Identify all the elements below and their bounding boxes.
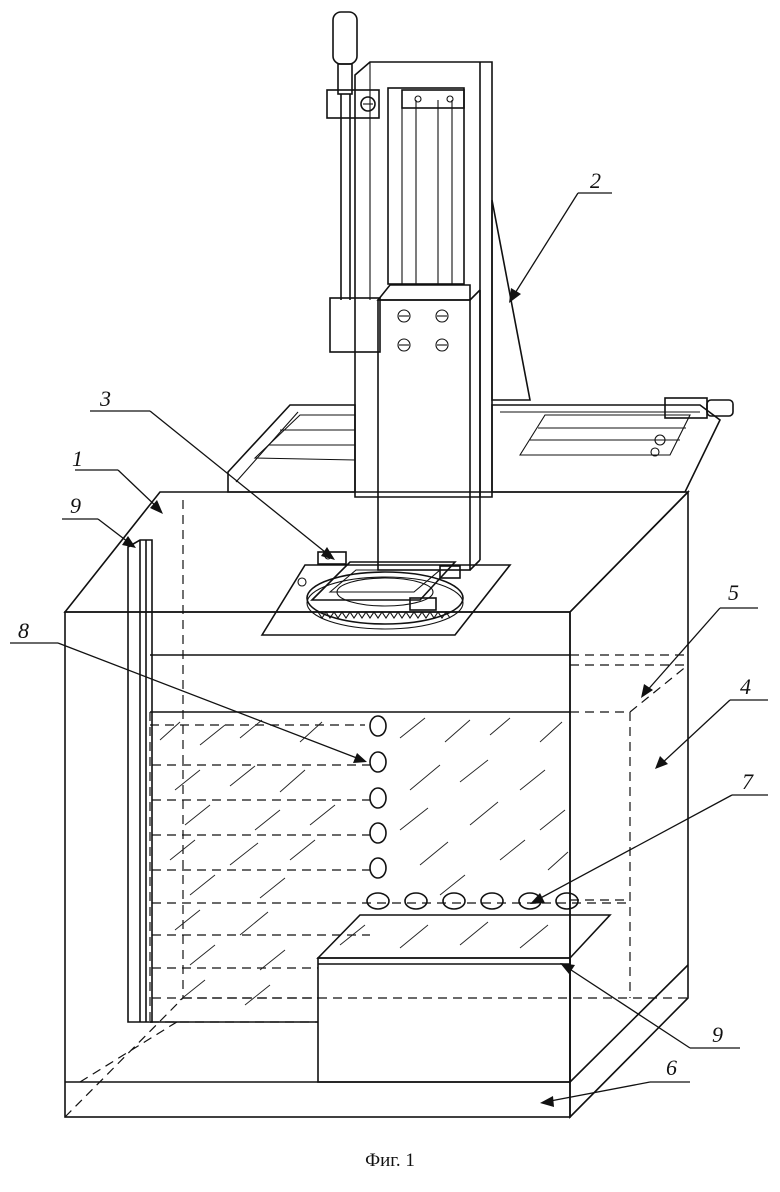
figure-caption: Фиг. 1 (0, 1150, 780, 1172)
label-8: 8 (18, 618, 29, 643)
vertical-sensor-column (370, 716, 386, 878)
vertical-column (327, 12, 530, 570)
tank (65, 492, 688, 1117)
label-4: 4 (740, 674, 751, 699)
label-2: 2 (590, 168, 601, 193)
label-1: 1 (72, 446, 83, 471)
label-6: 6 (666, 1055, 677, 1080)
label-9-right: 9 (712, 1022, 723, 1047)
beam-lines (152, 765, 630, 998)
leader-lines (10, 193, 768, 1107)
turntable-holder (262, 552, 510, 635)
label-3: 3 (99, 386, 111, 411)
label-7: 7 (742, 769, 754, 794)
label-5: 5 (728, 580, 739, 605)
label-9-left: 9 (70, 493, 81, 518)
